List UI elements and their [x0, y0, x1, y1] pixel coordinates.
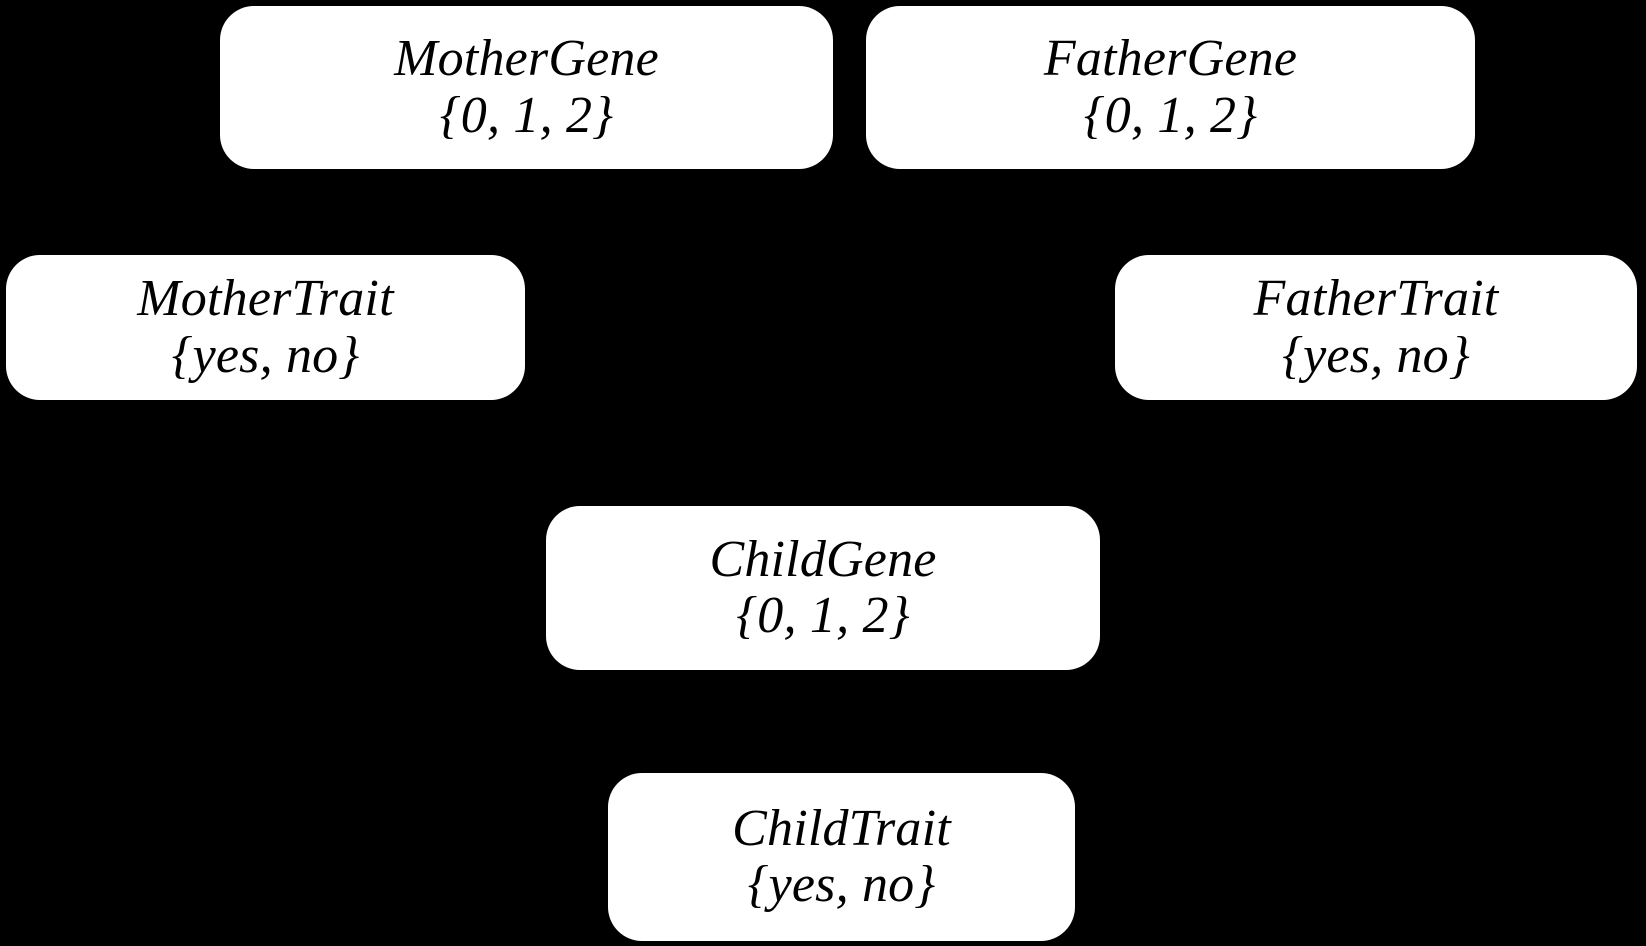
node-mother-trait-domain: {yes, no} [171, 326, 360, 384]
node-child-gene[interactable]: ChildGene {0, 1, 2} [546, 506, 1100, 670]
node-child-trait-label: ChildTrait [732, 799, 951, 857]
node-child-trait[interactable]: ChildTrait {yes, no} [608, 773, 1075, 941]
node-father-gene[interactable]: FatherGene {0, 1, 2} [866, 6, 1475, 169]
node-child-gene-domain: {0, 1, 2} [736, 587, 910, 644]
node-mother-gene-label: MotherGene [394, 30, 659, 88]
node-father-trait[interactable]: FatherTrait {yes, no} [1115, 255, 1637, 400]
node-father-trait-domain: {yes, no} [1282, 326, 1470, 384]
node-child-trait-domain: {yes, no} [747, 856, 936, 913]
node-mother-gene-domain: {0, 1, 2} [439, 86, 614, 144]
node-father-gene-domain: {0, 1, 2} [1083, 86, 1258, 144]
node-father-trait-label: FatherTrait [1253, 270, 1499, 328]
node-mother-gene[interactable]: MotherGene {0, 1, 2} [220, 6, 833, 169]
node-father-gene-label: FatherGene [1043, 30, 1298, 88]
node-mother-trait[interactable]: MotherTrait {yes, no} [6, 255, 525, 400]
node-child-gene-label: ChildGene [709, 530, 937, 588]
node-mother-trait-label: MotherTrait [137, 270, 394, 328]
